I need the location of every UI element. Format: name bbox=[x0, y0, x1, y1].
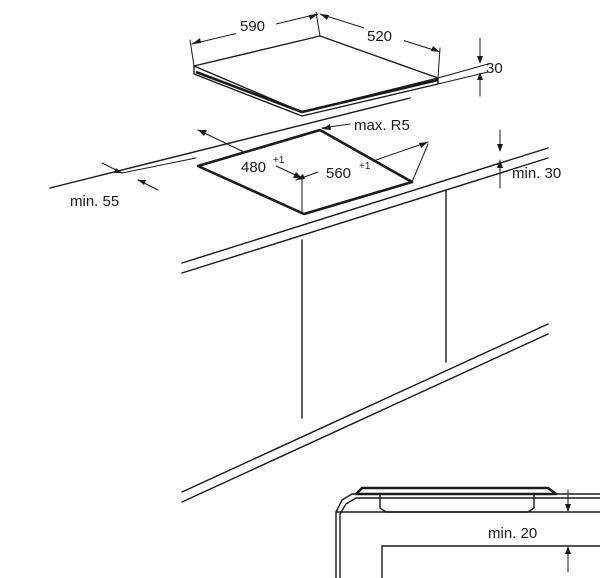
cutout-width-tolerance: +1 bbox=[359, 161, 371, 172]
front-distance-label: min. 55 bbox=[70, 193, 119, 210]
cutout-depth-dimension: 480 +1 bbox=[197, 129, 303, 215]
detail-worktop-outline bbox=[335, 493, 600, 578]
cabinet bbox=[181, 189, 549, 503]
hob-front-edge bbox=[195, 70, 439, 114]
hob-depth-label: 520 bbox=[367, 28, 392, 45]
hob-height-label: 30 bbox=[486, 60, 503, 77]
clearance-label: min. 20 bbox=[488, 525, 537, 542]
hob-height-dimension: 30 bbox=[437, 37, 503, 97]
worktop-back-edge-left bbox=[49, 97, 411, 189]
cutout-width-dimension: 560 +1 bbox=[295, 141, 429, 183]
worktop-front-bottom-edge bbox=[181, 157, 549, 274]
hob bbox=[193, 35, 439, 117]
corner-radius-callout: max. R5 bbox=[321, 117, 410, 134]
hob-width-label: 590 bbox=[240, 18, 265, 35]
worktop-thickness-label: min. 30 bbox=[512, 165, 561, 182]
corner-radius-label: max. R5 bbox=[354, 117, 410, 134]
hob-width-dimension: 590 bbox=[189, 11, 321, 67]
cutout-depth-tolerance: +1 bbox=[273, 155, 285, 166]
detail-worktop-inner bbox=[339, 497, 600, 578]
detail-hob-glass bbox=[354, 486, 558, 496]
worktop bbox=[49, 97, 549, 274]
hob-depth-dimension: 520 bbox=[319, 13, 441, 79]
cutout-width-label: 560 bbox=[326, 165, 351, 182]
cabinet-bottom-edge-front bbox=[181, 323, 549, 493]
section-detail: min. 20 bbox=[335, 486, 600, 578]
worktop-thickness-dimension: min. 30 bbox=[497, 129, 561, 189]
worktop-front-top-edge bbox=[181, 147, 549, 264]
front-distance-dimension: min. 55 bbox=[70, 157, 197, 210]
detail-hob-body bbox=[379, 493, 535, 513]
cabinet-bottom-edge-back bbox=[181, 333, 549, 503]
cutout-depth-label: 480 bbox=[241, 159, 266, 176]
hob-bottom-edge bbox=[193, 65, 439, 117]
